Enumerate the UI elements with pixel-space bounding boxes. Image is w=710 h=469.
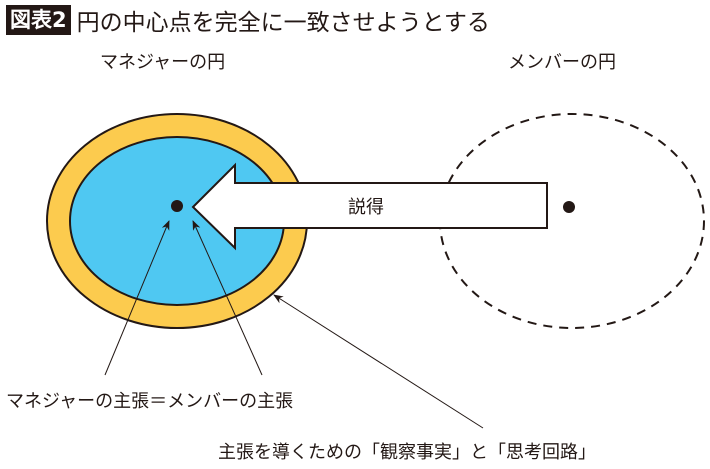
pointer-line-member <box>192 220 263 376</box>
manager-circle-label: マネジャーの円 <box>100 52 226 73</box>
pointer-line-ring <box>273 294 484 429</box>
figure-badge: 図表2 <box>6 5 71 35</box>
persuasion-arrow <box>191 162 548 251</box>
claims-equal-label: マネジャーの主張＝メンバーの主張 <box>6 391 294 412</box>
pointer-line-manager <box>104 220 170 376</box>
manager-center-dot <box>171 200 183 212</box>
figure-title: 図表2 円の中心点を完全に一致させようとする <box>6 4 490 36</box>
persuasion-label: 説得 <box>348 197 384 218</box>
figure-heading: 円の中心点を完全に一致させようとする <box>76 10 490 36</box>
member-circle-label: メンバーの円 <box>508 52 616 73</box>
facts-logic-label: 主張を導くための「観察事実」と「思考回路」 <box>218 442 596 463</box>
member-center-dot <box>563 201 575 213</box>
